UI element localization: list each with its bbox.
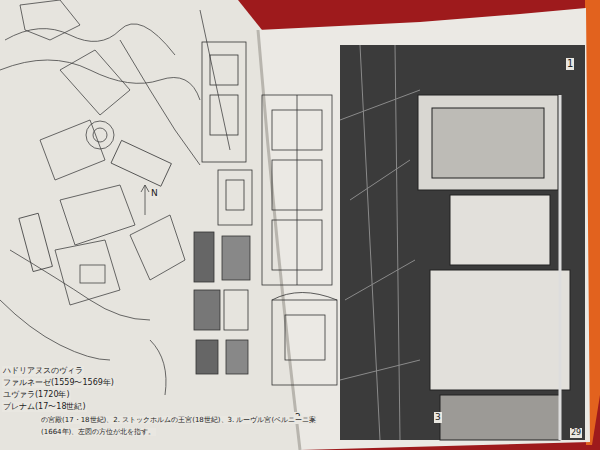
page-number: 29	[570, 428, 582, 438]
right-page	[258, 8, 590, 450]
paris-map	[340, 45, 585, 440]
palace-plans	[194, 42, 252, 374]
caption-text: ユヴァラ(1720年)	[2, 390, 71, 400]
callout-number: 3	[434, 412, 442, 423]
gutter-shadow	[258, 30, 300, 450]
north-mark: N	[150, 188, 159, 199]
caption-text: ブレナム(17〜18世紀)	[2, 402, 87, 412]
caption-text: ハドリアヌスのヴィラ	[2, 366, 84, 376]
callout-number: 1	[566, 58, 574, 70]
villa-plan	[0, 0, 230, 395]
caption-text: ファルネーゼ(1559〜1569年)	[2, 378, 115, 388]
louvre-plans	[262, 95, 337, 385]
caption-text: の宮殿(17・18世紀)、2. ストックホルムの王宮(18世紀)、3. ルーヴル…	[40, 416, 317, 424]
left-page	[0, 0, 300, 450]
caption-text: (1664年)、左図の方位が北を指す。	[40, 428, 156, 436]
